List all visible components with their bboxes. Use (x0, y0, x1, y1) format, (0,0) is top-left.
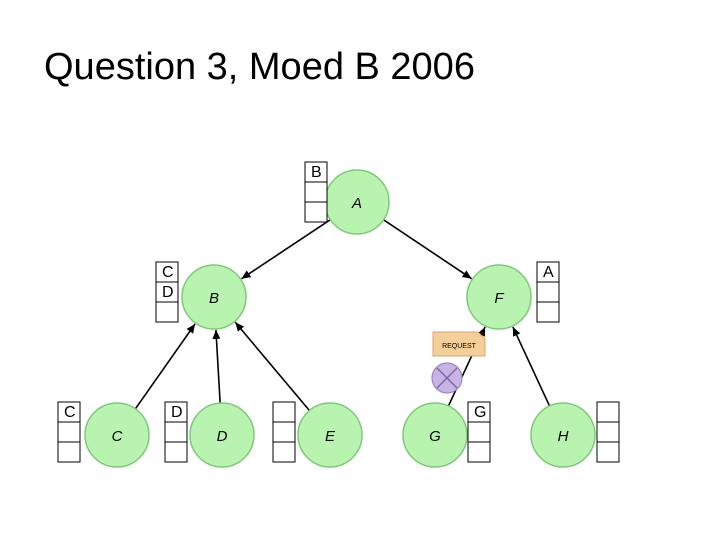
stack-cell-text: B (311, 164, 322, 181)
stack-a: B (304, 161, 328, 223)
stack-c: C (57, 401, 81, 463)
stack-d: D (164, 401, 188, 463)
edge-a-to-b (241, 219, 331, 280)
request-tag: REQUEST (432, 331, 486, 357)
stack-cell (57, 441, 81, 463)
stack-cell-text: A (543, 264, 554, 281)
stack-e (272, 401, 296, 463)
request-label: REQUEST (442, 343, 477, 350)
stack-cell (536, 301, 560, 323)
stack-cell (536, 281, 560, 303)
stack-b: CD (155, 261, 179, 323)
edge-d-to-b (212, 329, 221, 404)
stack-cell (467, 421, 491, 443)
stack-cell (155, 301, 179, 323)
node-circle (84, 402, 150, 468)
stack-cell (596, 421, 620, 443)
node-a: A (324, 169, 390, 235)
blocked-marker-icon (431, 362, 463, 394)
node-b: B (181, 264, 247, 330)
node-circle (297, 402, 363, 468)
node-circle (402, 402, 468, 468)
node-label: D (217, 428, 228, 445)
stack-cell-text: D (171, 404, 183, 421)
node-label: G (429, 428, 441, 445)
node-label: C (112, 428, 123, 445)
request-layer: REQUEST (431, 331, 486, 394)
stack-cell (467, 441, 491, 463)
stack-cell (57, 421, 81, 443)
node-label: A (351, 195, 362, 212)
node-label: F (494, 290, 504, 307)
node-f: F (466, 264, 532, 330)
stack-cell (596, 441, 620, 463)
stack-h (596, 401, 620, 463)
node-circle (530, 402, 596, 468)
stack-cell-text: D (162, 284, 174, 301)
node-h: H (530, 402, 596, 468)
stack-cell (272, 441, 296, 463)
edge-e-to-b (234, 321, 311, 412)
stack-cell (304, 201, 328, 223)
slide-title: Question 3, Moed B 2006 (44, 46, 475, 88)
stack-cell (164, 421, 188, 443)
node-d: D (189, 402, 255, 468)
stack-g: G (467, 401, 491, 463)
edge-a-to-f (383, 219, 473, 280)
stack-cell-text: C (162, 264, 174, 281)
stack-cell (272, 401, 296, 423)
node-e: E (297, 402, 363, 468)
stack-cell-text: G (474, 404, 486, 421)
node-circle (189, 402, 255, 468)
edge-c-to-b (134, 323, 196, 410)
stack-cell (164, 441, 188, 463)
node-c: C (84, 402, 150, 468)
stack-cell (304, 181, 328, 203)
edge-h-to-f (512, 326, 551, 407)
node-circle (466, 264, 532, 330)
node-circle (181, 264, 247, 330)
node-label: B (209, 290, 219, 307)
stack-f: A (536, 261, 560, 323)
stack-cell (272, 421, 296, 443)
node-label: E (325, 428, 336, 445)
node-label: H (558, 428, 569, 445)
stack-cell (596, 401, 620, 423)
node-g: G (402, 402, 468, 468)
stack-cell-text: C (64, 404, 76, 421)
